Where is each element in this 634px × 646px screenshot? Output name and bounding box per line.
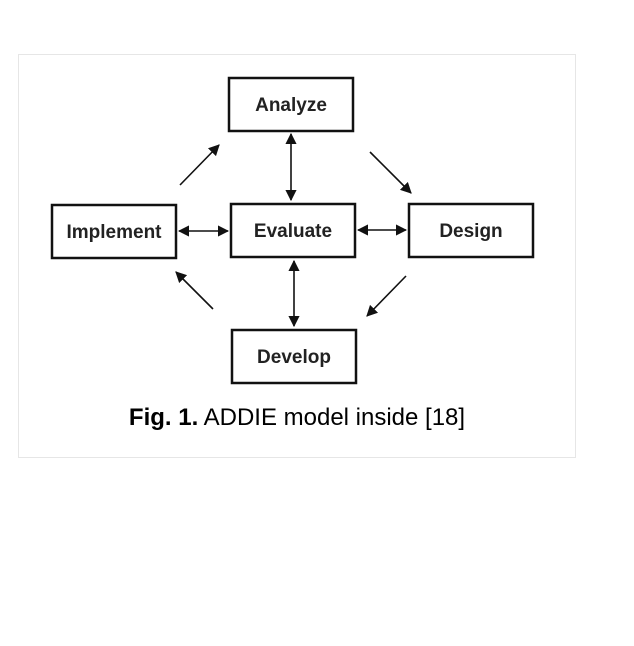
figure-caption-text: ADDIE model inside [18] — [198, 404, 466, 431]
node-analyze-label: Analyze — [255, 95, 327, 116]
node-design-label: Design — [439, 221, 502, 242]
edge-develop-to-implement — [175, 271, 214, 310]
node-develop: Develop — [230, 328, 358, 385]
edge-analyze-to-design — [369, 151, 412, 194]
node-implement: Implement — [50, 203, 178, 260]
node-design: Design — [407, 202, 535, 259]
figure-number: Fig. 1. — [128, 404, 199, 431]
node-evaluate: Evaluate — [229, 202, 357, 259]
edge-design-to-develop — [366, 275, 407, 317]
node-develop-label: Develop — [257, 347, 331, 368]
node-implement-label: Implement — [66, 222, 162, 243]
edge-implement-to-analyze — [179, 144, 220, 186]
figure-caption: Fig. 1. ADDIE model inside [18] — [18, 404, 576, 432]
node-evaluate-label: Evaluate — [254, 221, 332, 242]
node-analyze: Analyze — [227, 76, 355, 133]
